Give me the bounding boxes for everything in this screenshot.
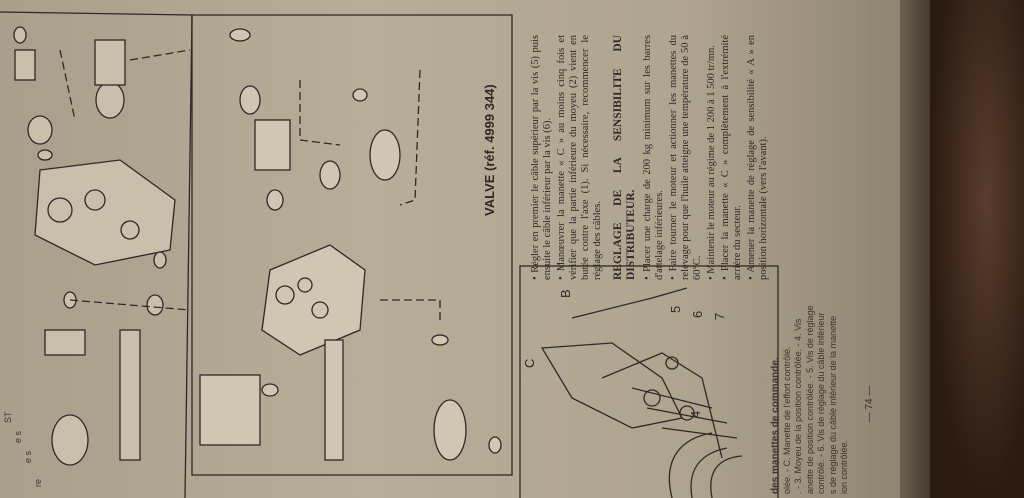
caption-line: anette de position contrôlée. - 5. Vis d… [804, 305, 815, 494]
step-item: • Maintenir le moteur au régime de 1 200… [706, 45, 717, 280]
label-5: 5 [668, 306, 683, 313]
label-6: 6 [690, 311, 705, 318]
edge-fragment: ST [3, 411, 13, 423]
label-b: B [558, 289, 573, 298]
label-c: C [522, 359, 537, 368]
control-linkage-figure: C B 4 5 6 7 [519, 265, 779, 498]
exploded-valve-diagram [0, 11, 513, 498]
edge-fragment: re [33, 478, 43, 487]
figure-frame [519, 265, 779, 498]
caption-line: ion contrôlée. [839, 439, 849, 494]
step-item: • Placer la manette « C » complètement à… [720, 35, 743, 280]
step-item: • Faire tourner le moteur et actionner l… [668, 35, 703, 280]
caption-title: des manettes de commande. [770, 357, 781, 494]
figure-caption: des manettes de commande. olée. - C. Man… [770, 304, 856, 494]
caption-line: olée. - C. Manette de l'effort contrôlé. [781, 346, 792, 494]
label-4: 4 [688, 411, 703, 418]
step-item: • Placer une charge de 200 kg minimum su… [642, 35, 665, 280]
caption-line: . - 3. Moyeu de la position contrôlée. -… [793, 318, 803, 494]
valve-diagram-frame [191, 14, 513, 476]
instruction-paragraph: • Manœuvrer la manette « C » au moins ci… [556, 35, 603, 280]
edge-fragment: e s [23, 450, 33, 463]
section-heading: REGLAGE DE LA SENSIBILITE DU DISTRIBUTEU… [612, 35, 637, 280]
label-7: 7 [712, 313, 727, 320]
edge-fragment: e s [13, 430, 23, 443]
forearm-background [930, 0, 1024, 498]
instructions-column: • Régler en premier le câble supérieur p… [530, 35, 769, 280]
valve-plate [199, 374, 261, 446]
manual-page: VALVE (réf. 4999 344) C B 4 5 6 7 • Régl… [0, 0, 915, 498]
page-number: — 74 — [864, 385, 875, 423]
caption-line: s de réglage du câble inférieur de la ma… [827, 315, 838, 494]
instruction-paragraph: • Régler en premier le câble supérieur p… [530, 35, 553, 280]
caption-line: contrôlé. - 6. Vis de réglage du câble i… [816, 312, 826, 494]
step-item: • Amener la manette de réglage de sensib… [746, 35, 769, 280]
valve-title: VALVE (réf. 4999 344) [482, 84, 497, 216]
